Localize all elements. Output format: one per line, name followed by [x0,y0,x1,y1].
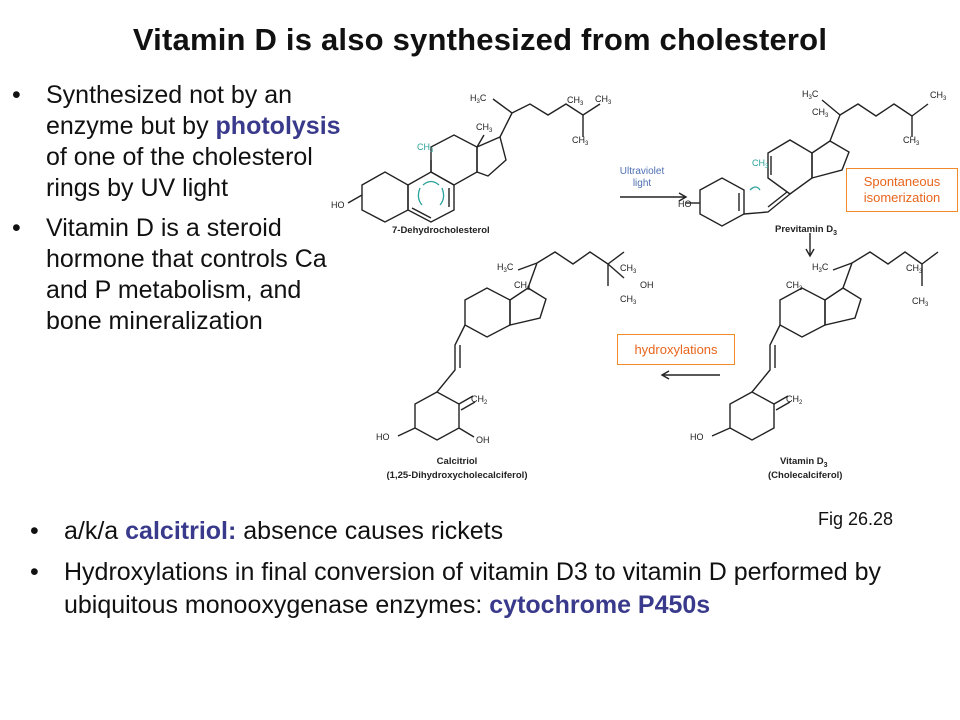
bullet-text-pre: Vitamin D is a steroid hormone that cont… [46,214,327,335]
bullet-highlight: photolysis [215,112,341,140]
spontaneous-isomerization-box: Spontaneous isomerization [846,168,958,212]
molecule-alt-dihydroxy: (1,25-Dihydroxycholecalciferol) [387,470,528,481]
bullet-highlight: cytochrome P450s [489,591,711,619]
atom-label-ch3: CH3 [906,263,923,275]
uv-label-line2: light [633,178,652,189]
spontaneous-label-line1: Spontaneous [863,174,941,189]
bullet-dot: • [12,81,21,109]
bullet-text-post: absence causes rickets [236,517,504,545]
atom-label-ch3: CH3 [476,122,493,134]
atom-label-ch3: CH3 [595,94,612,106]
bullet-text-pre: a/k/a [64,517,126,545]
atom-label-ch2: CH2 [471,394,488,406]
molecule-previtamin-d3 [686,99,929,227]
spontaneous-label-line2: isomerization [863,190,941,205]
molecule-calcitriol [397,251,625,441]
atom-label-oh: OH [476,435,490,445]
atom-label-h3c: H3C [497,262,514,274]
molecule-name-vitamin-d3: Vitamin D3 [780,456,828,469]
atom-label-h3c: H3C [812,262,829,274]
atom-label-ch3: CH3 [903,135,920,147]
atom-label-ch3-highlight: CH3 [752,158,769,170]
bullet-highlight: calcitriol: [125,517,237,545]
molecule-name-7dhc: 7-Dehydrocholesterol [392,225,490,236]
atom-label-ch3: CH3 [572,135,589,147]
slide-title: Vitamin D is also synthesized from chole… [132,22,828,57]
molecule-alt-cholecalciferol: (Cholecalciferol) [768,470,842,481]
atom-label-ch3: CH3 [930,90,947,102]
atom-label-ch3: CH3 [812,107,829,119]
bullet-text-pre: Synthesized not by an enzyme but by [46,81,292,140]
photolysis-highlight [417,180,761,206]
bullet-list-bottom: • a/k/a calcitriol: absence causes ricke… [30,515,940,630]
bullet-dot: • [12,214,21,242]
bullet-hydroxylations: • Hydroxylations in final conversion of … [30,556,940,622]
molecule-name-calcitriol: Calcitriol [437,456,478,467]
atom-label-ch3: CH3 [567,95,584,107]
bullet-steroid-hormone: • Vitamin D is a steroid hormone that co… [6,213,361,337]
atom-label-ch3: CH3 [786,280,803,292]
bullet-calcitriol: • a/k/a calcitriol: absence causes ricke… [30,515,940,548]
atom-label-h3c: H3C [802,89,819,101]
figure-reference: Fig 26.28 [818,509,894,529]
bullet-dot: • [30,558,39,586]
bullet-text-pre: Hydroxylations in final conversion of vi… [64,558,882,619]
molecule-vitamin-d3 [711,251,939,441]
molecule-7-dehydrocholesterol [347,98,601,223]
atom-label-ho: HO [690,432,704,442]
bullet-list-top: • Synthesized not by an enzyme but by ph… [6,80,361,346]
atom-label-ho: HO [678,199,692,209]
bullet-photolysis: • Synthesized not by an enzyme but by ph… [6,80,361,204]
atom-label-ch3-highlight: CH3 [417,142,434,154]
atom-label-ch3: CH3 [620,263,637,275]
atom-label-ch3: CH3 [514,280,531,292]
atom-label-ho: HO [376,432,390,442]
atom-label-ch2: CH2 [786,394,803,406]
hydroxylations-box: hydroxylations [617,334,735,365]
atom-label-ho: HO [331,200,345,210]
molecule-name-previtamin: Previtamin D3 [775,224,837,237]
uv-label-line1: Ultraviolet [620,166,665,177]
atom-label-oh: OH [640,280,654,290]
bullet-dot: • [30,517,39,545]
atom-label-ch3: CH3 [912,296,929,308]
atom-label-ch3: CH3 [620,294,637,306]
atom-label-h3c: H3C [470,93,487,105]
bullet-text-post: of one of the cholesterol rings by UV li… [46,143,313,202]
